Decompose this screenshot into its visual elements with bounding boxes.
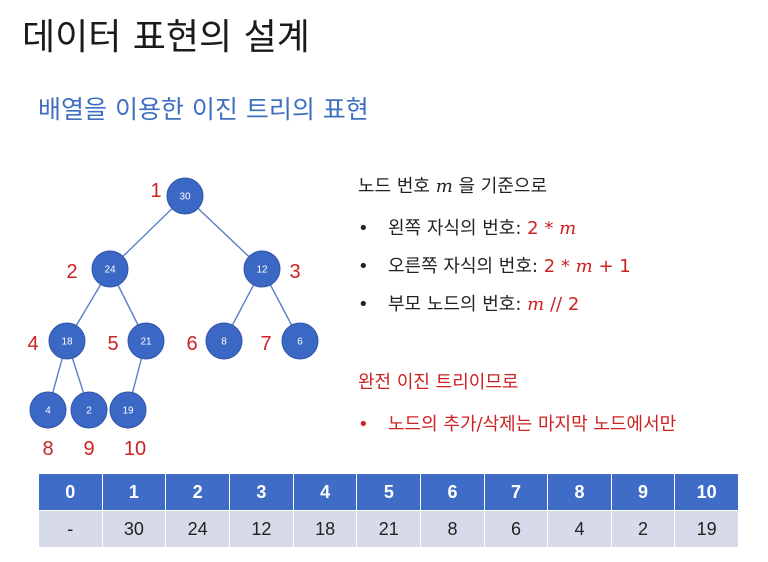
tree-node-circle — [281, 322, 319, 360]
tree-node-index: 2 — [66, 261, 77, 283]
tree-node-circle — [166, 177, 204, 215]
tree-node-circle — [29, 391, 67, 429]
tree-node-index: 5 — [107, 333, 118, 355]
tree-node-index: 10 — [124, 438, 146, 460]
tree-node: 67 — [260, 322, 319, 360]
tree-node: 48 — [29, 391, 67, 460]
array-value-cell: 18 — [292, 510, 358, 548]
tree-node: 29 — [70, 391, 108, 460]
tree-node-circle — [205, 322, 243, 360]
tree-node-circle — [243, 250, 281, 288]
array-index-cell: 9 — [610, 473, 676, 511]
array-index-cell: 2 — [165, 473, 230, 511]
tree-node-index: 4 — [27, 333, 38, 355]
rule-formula: 2 * m + 1 — [544, 256, 631, 277]
array-index-cell: 4 — [292, 473, 358, 511]
formula-pre: 2 * — [527, 218, 560, 239]
index-rules: 노드 번호 m 을 기준으로 • 왼쪽 자식의 번호: 2 * m • 오른쪽 … — [358, 176, 758, 328]
tree-node-index: 7 — [260, 333, 271, 355]
array-index-cell: 7 — [483, 473, 549, 511]
tree-node-circle — [48, 322, 86, 360]
bullet-icon: • — [358, 294, 369, 315]
array-value-cell: 4 — [547, 510, 612, 548]
rule-parent: • 부모 노드의 번호: m // 2 — [358, 290, 758, 328]
tree-node-value: 8 — [221, 337, 227, 348]
array-index-cell: 0 — [38, 473, 103, 511]
rule-label: 왼쪽 자식의 번호: — [388, 218, 522, 239]
array-value-cell: 19 — [674, 510, 739, 548]
complete-tree-note: 완전 이진 트리이므로 • 노드의 추가/삭제는 마지막 노드에서만 — [358, 372, 763, 436]
tree-node: 24 2 — [66, 250, 129, 288]
array-value-cell: 12 — [228, 510, 294, 548]
tree-node-index: 8 — [42, 438, 53, 460]
array-index-cell: 6 — [420, 473, 485, 511]
array-index-cell: 3 — [228, 473, 294, 511]
formula-var: m — [559, 218, 577, 239]
formula-var: m — [575, 256, 593, 277]
tree-node-value: 24 — [104, 265, 116, 276]
tree-node-value: 6 — [297, 337, 303, 348]
array-index-cell: 10 — [674, 473, 739, 511]
rule-formula: m // 2 — [527, 294, 579, 315]
rule-label: 오른쪽 자식의 번호: — [388, 256, 538, 277]
array-index-cell: 1 — [101, 473, 167, 511]
formula-pre: 2 * — [543, 256, 576, 277]
tree-node-value: 2 — [86, 406, 92, 417]
page-subtitle: 배열을 이용한 이진 트리의 표현 — [38, 95, 369, 124]
rules-header-var: m — [435, 176, 453, 197]
tree-node-value: 12 — [256, 265, 268, 276]
tree-node-value: 18 — [61, 337, 73, 348]
tree-node: 86 — [186, 322, 243, 360]
rule-left-child: • 왼쪽 자식의 번호: 2 * m — [358, 214, 758, 252]
tree-node: 21 5 — [107, 322, 165, 360]
tree-node: 30 1 — [150, 177, 204, 215]
bullet-icon: • — [358, 414, 369, 435]
bullet-icon: • — [358, 256, 369, 277]
tree-node-index: 3 — [289, 261, 300, 283]
array-value-cell: 6 — [483, 510, 549, 548]
array-value-cell: - — [38, 510, 103, 548]
page-title: 데이터 표현의 설계 — [22, 17, 310, 58]
tree-node-index: 6 — [186, 333, 197, 355]
rules-header: 노드 번호 m 을 기준으로 — [358, 176, 758, 214]
tree-node-circle — [70, 391, 108, 429]
rule-right-child: • 오른쪽 자식의 번호: 2 * m + 1 — [358, 252, 758, 290]
array-value-cell: 2 — [610, 510, 676, 548]
note-item-text: 노드의 추가/삭제는 마지막 노드에서만 — [388, 414, 677, 435]
tree-node-circle — [127, 322, 165, 360]
array-index-cell: 8 — [547, 473, 612, 511]
rules-header-suffix: 을 기준으로 — [458, 176, 548, 197]
rule-formula: 2 * m — [527, 218, 576, 239]
rules-header-prefix: 노드 번호 — [358, 176, 430, 197]
bullet-icon: • — [358, 218, 369, 239]
array-value-cell: 24 — [165, 510, 230, 548]
tree-node-circle — [109, 391, 147, 429]
tree-node-index: 9 — [83, 438, 94, 460]
tree-node: 18 4 — [27, 322, 86, 360]
rule-label: 부모 노드의 번호: — [388, 294, 522, 315]
note-header: 완전 이진 트리이므로 — [358, 372, 519, 393]
tree-node-value: 30 — [179, 192, 191, 203]
array-index-cell: 5 — [356, 473, 422, 511]
tree-node: 12 3 — [243, 250, 301, 288]
tree-node-value: 19 — [122, 406, 134, 417]
tree-node-value: 21 — [140, 337, 152, 348]
array-value-cell: 21 — [356, 510, 422, 548]
tree-node-index: 1 — [150, 180, 161, 202]
formula-var: m — [527, 294, 545, 315]
array-value-cell: 8 — [420, 510, 485, 548]
formula-post: // 2 — [544, 294, 580, 315]
array-value-cell: 30 — [101, 510, 167, 548]
note-item: • 노드의 추가/삭제는 마지막 노드에서만 — [358, 410, 763, 436]
tree-node-circle — [91, 250, 129, 288]
tree-node-value: 4 — [45, 406, 51, 417]
formula-post: + 1 — [592, 256, 631, 277]
